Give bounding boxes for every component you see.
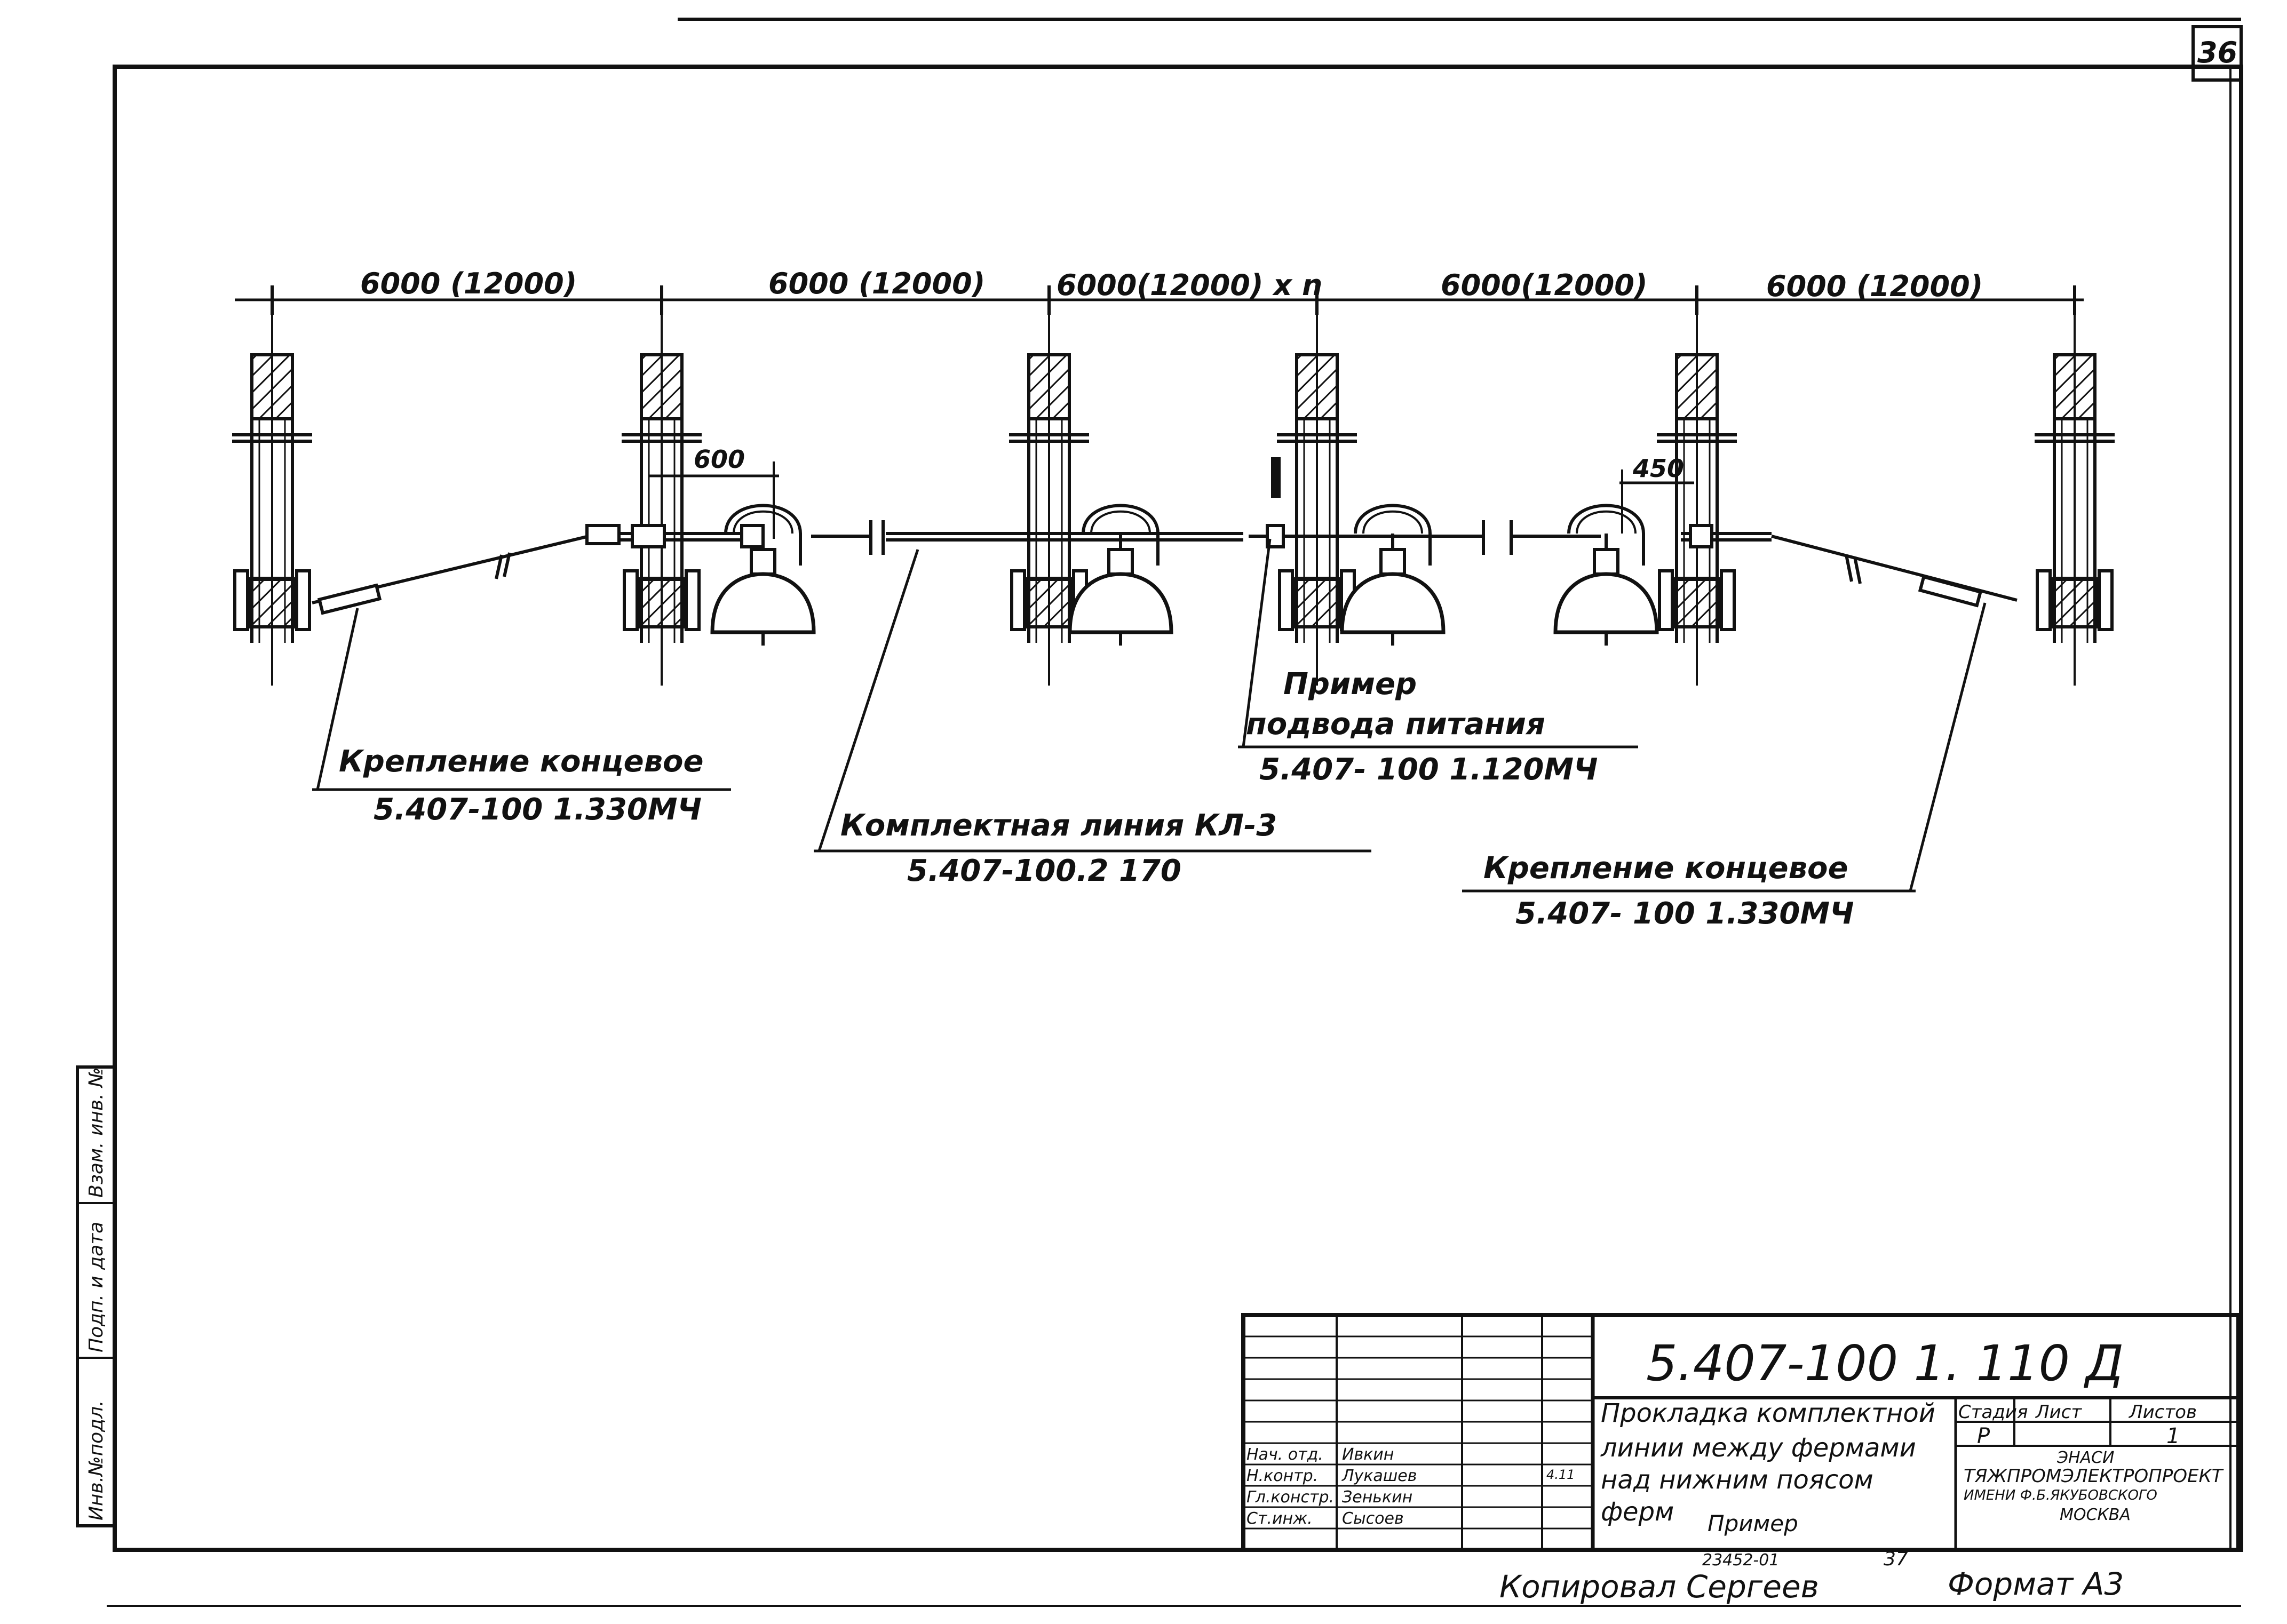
sub-dimension-label: 600 [694, 445, 745, 474]
signature-role: Ст.инж. [1246, 1509, 1313, 1528]
signature-role: Гл.констр. [1246, 1488, 1335, 1507]
signature-name: Ивкин [1342, 1445, 1394, 1464]
archive-number: 23452-01 [1702, 1551, 1780, 1570]
sheet-number: 36 [2197, 36, 2238, 69]
callout-code: 5.407-100 1.330МЧ [374, 792, 702, 827]
callout-label: Пример [1283, 667, 1417, 702]
sub-dimension-label: 450 [1633, 454, 1685, 483]
sheets-header: Листов [2129, 1402, 2197, 1423]
stage-value: Р [1977, 1424, 1990, 1448]
signature-name: Лукашев [1342, 1467, 1417, 1485]
title-description: Прокладка комплектной [1601, 1398, 1935, 1428]
side-stamp-label: Инв.№подл. [85, 1400, 107, 1520]
callout-code: 5.407- 100 1.330МЧ [1515, 896, 1854, 931]
side-stamp-label: Подп. и дата [85, 1221, 107, 1352]
dimension-label: 6000 (12000) [768, 267, 986, 300]
callout-code: 5.407-100.2 170 [907, 854, 1181, 888]
title-description: ферм [1601, 1497, 1674, 1527]
signature-name: Сысоев [1342, 1509, 1404, 1528]
signature-role: Нач. отд. [1246, 1445, 1323, 1464]
signature-role: Н.контр. [1246, 1467, 1319, 1485]
callout-label: Крепление концевое [339, 744, 704, 779]
dimension-label: 6000 (12000) [360, 267, 577, 300]
side-stamp-label: Взам. инв. № [85, 1067, 107, 1198]
organization-line: МОСКВА [2060, 1506, 2131, 1524]
organization-line: ЭНАСИ [2057, 1448, 2115, 1467]
dimension-label: 6000 (12000) [1766, 269, 1983, 303]
title-description: над нижним поясом [1601, 1465, 1873, 1495]
title-description: линии между фермами [1601, 1433, 1916, 1463]
signature-date: 4.11 [1546, 1467, 1575, 1482]
sheet-header: Лист [2036, 1402, 2082, 1423]
callout-code: 5.407- 100 1.120МЧ [1259, 752, 1598, 787]
dimension-label: 6000(12000) x n [1057, 268, 1323, 302]
callout-label: Комплектная линия КЛ-3 [840, 808, 1277, 843]
dimension-label: 6000(12000) [1441, 268, 1648, 302]
stage-header: Стадия [1958, 1402, 2028, 1423]
copied-by: Копировал Сергеев [1499, 1569, 1819, 1605]
sheets-value: 1 [2166, 1424, 2180, 1448]
callout-label: подвода питания [1246, 707, 1545, 742]
title-description-sub: Пример [1708, 1510, 1798, 1537]
organization-line: ТЯЖПРОМЭЛЕКТРОПРОЕКТ [1964, 1466, 2223, 1487]
callout-label: Крепление концевое [1483, 851, 1848, 886]
page-number: 37 [1884, 1548, 1908, 1570]
signature-name: Зенькин [1342, 1488, 1413, 1507]
organization-line: ИМЕНИ Ф.Б.ЯКУБОВСКОГО [1964, 1487, 2157, 1503]
paper-format: Формат А3 [1948, 1566, 2124, 1602]
document-code: 5.407-100 1. 110 Д [1646, 1335, 2124, 1392]
